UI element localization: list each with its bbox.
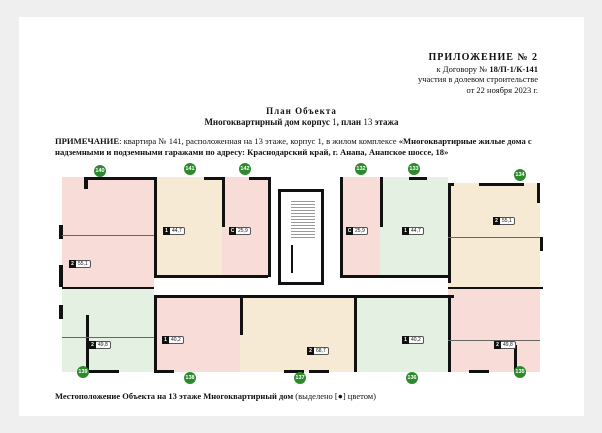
floor-plan: 140 141 142 132 133 134 139 138 137 136 … bbox=[59, 163, 549, 387]
note: ПРИМЕЧАНИЕ: квартира № 141, расположенна… bbox=[55, 136, 555, 158]
apartment-135 bbox=[448, 288, 540, 372]
apartment-number-badge: 132 bbox=[355, 163, 367, 175]
contract-number: 18/П-1/К-141 bbox=[489, 63, 538, 74]
appendix-line3: участия в долевом строительстве bbox=[417, 74, 538, 84]
footer-rest: (выделено [●] цветом) bbox=[293, 391, 376, 401]
apartment-number-badge: 140 bbox=[94, 165, 106, 177]
apartment-139 bbox=[62, 287, 154, 372]
apartment-number-badge: 133 bbox=[408, 163, 420, 175]
apartment-number-badge: 137 bbox=[294, 372, 306, 384]
appendix-header: ПРИЛОЖЕНИЕ № 2 к Договору № 18/П-1/К-141… bbox=[417, 52, 538, 95]
staircase bbox=[291, 200, 315, 240]
apartment-133 bbox=[380, 177, 448, 275]
apartment-number-badge: 135 bbox=[514, 366, 526, 378]
apartment-number-badge: 139 bbox=[77, 366, 89, 378]
apartment-141 bbox=[154, 177, 222, 275]
footer-caption: Местоположение Объекта на 13 этаже Много… bbox=[55, 391, 376, 401]
footer-bold: Местоположение Объекта на 13 этаже Много… bbox=[55, 391, 294, 401]
apartment-number-badge: 136 bbox=[406, 372, 418, 384]
contract-prefix: к Договору № bbox=[436, 63, 490, 74]
apartment-number-badge: 138 bbox=[184, 372, 196, 384]
apartment-134 bbox=[448, 183, 540, 288]
note-label: ПРИМЕЧАНИЕ bbox=[55, 136, 120, 146]
apartment-number-badge: 134 bbox=[514, 169, 526, 181]
apartment-136 bbox=[354, 297, 448, 372]
contract-line: к Договору № 18/П-1/К-141 bbox=[418, 64, 538, 75]
appendix-title: ПРИЛОЖЕНИЕ № 2 bbox=[428, 52, 538, 63]
appendix-date: от 22 ноября 2023 г. bbox=[466, 84, 538, 95]
plan-heading: План Объекта Многоквартирный дом корпус … bbox=[19, 106, 584, 128]
apartment-140 bbox=[62, 177, 154, 287]
note-text: : квартира № 141, расположенная на 13 эт… bbox=[119, 136, 399, 146]
apartment-132 bbox=[340, 177, 380, 275]
note-complex: «Многоквартирные жилые дома с надземными… bbox=[55, 136, 532, 157]
apartment-137 bbox=[240, 297, 354, 372]
document-page: ПРИЛОЖЕНИЕ № 2 к Договору № 18/П-1/К-141… bbox=[19, 17, 584, 416]
apartment-142 bbox=[222, 177, 268, 275]
apartment-number-badge: 141 bbox=[184, 163, 196, 175]
apartment-number-badge: 142 bbox=[239, 163, 251, 175]
apartment-138 bbox=[154, 297, 240, 372]
plan-title: План Объекта bbox=[266, 106, 337, 116]
plan-subtitle: Многоквартирный дом корпус 1, план 13 эт… bbox=[204, 117, 399, 127]
